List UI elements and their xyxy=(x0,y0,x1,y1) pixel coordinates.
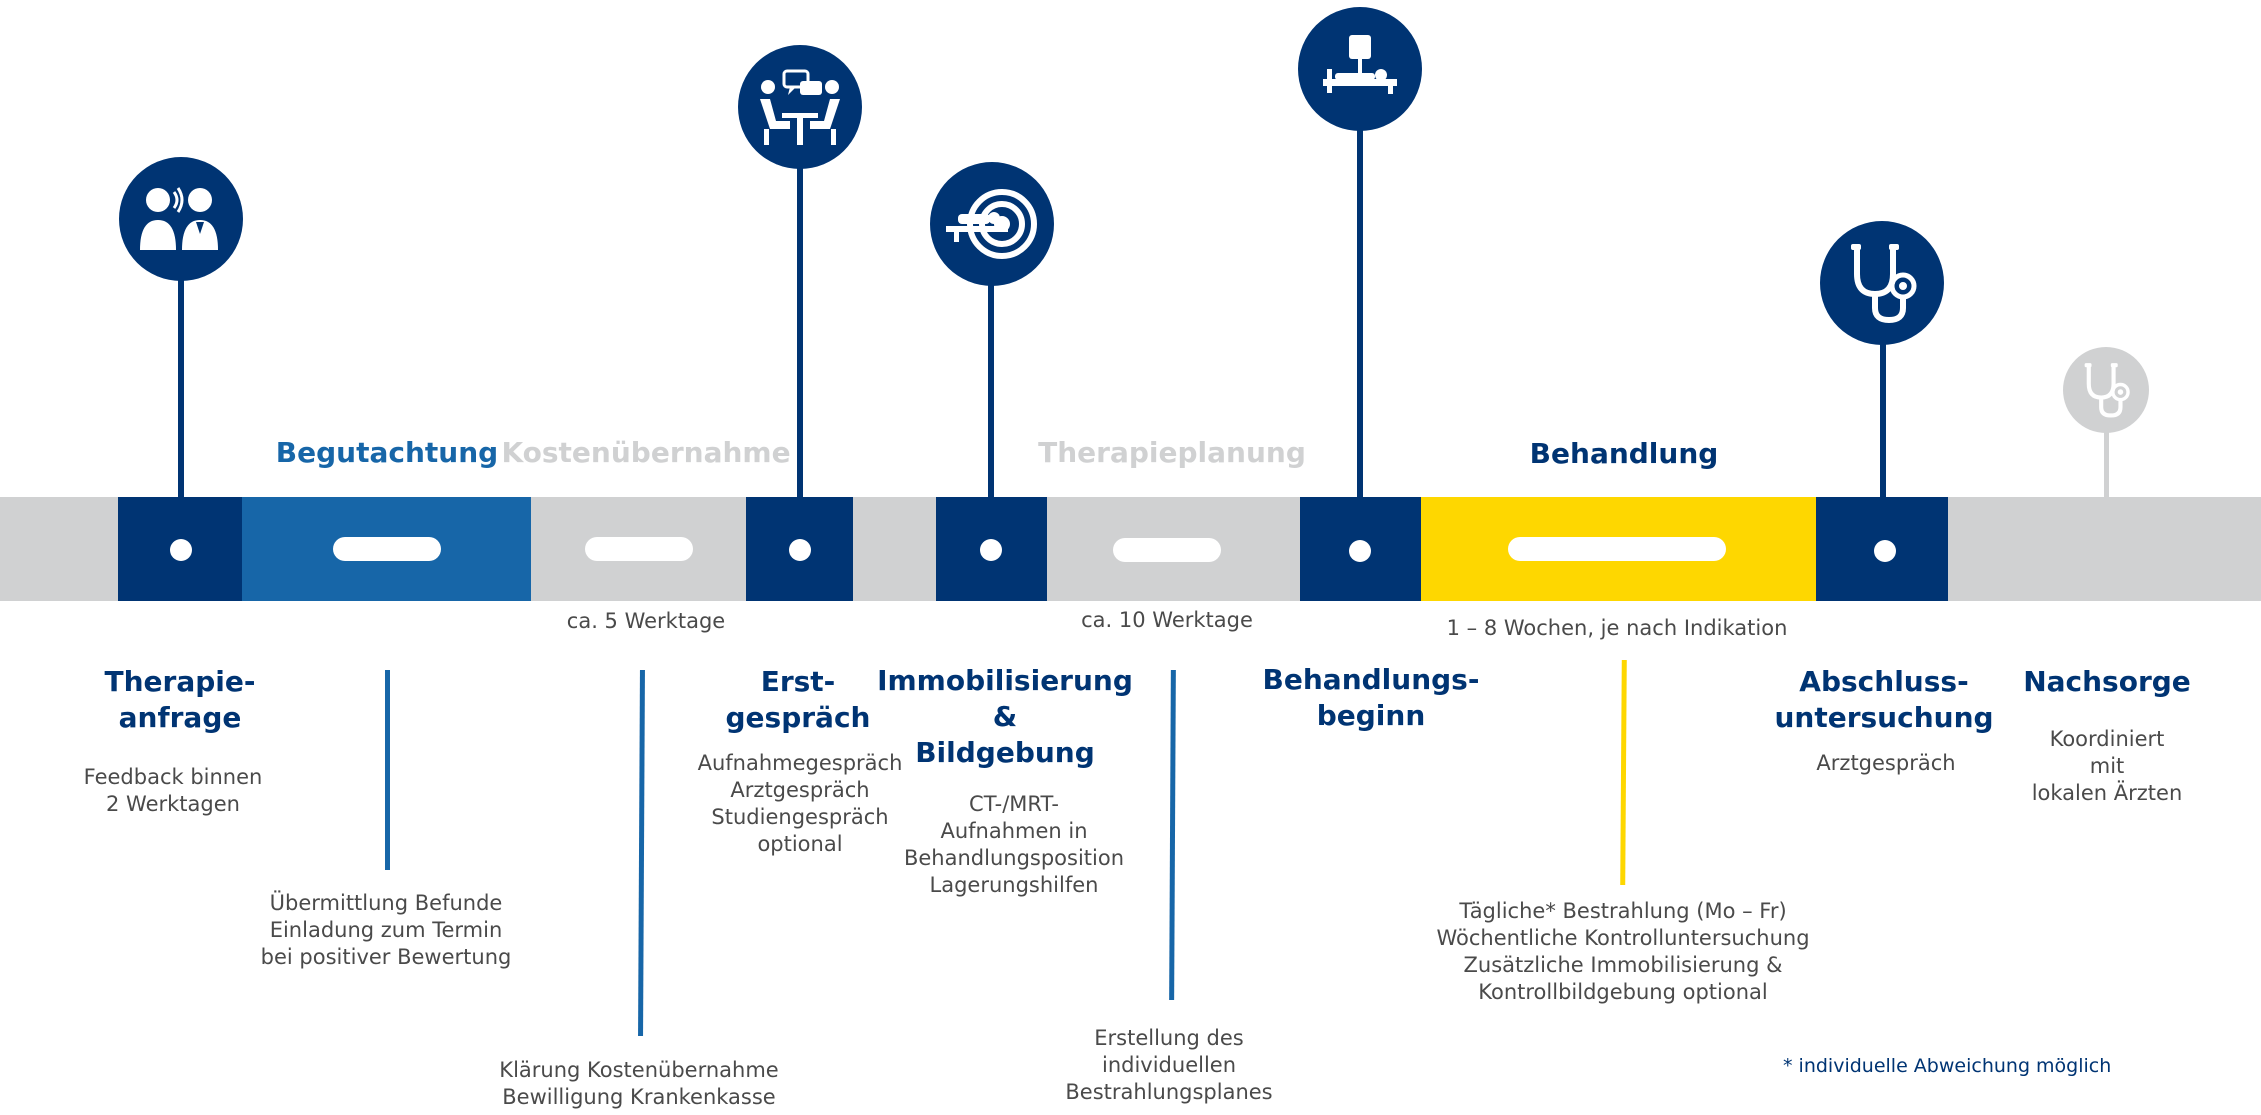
milestone-stem xyxy=(1880,330,1886,498)
milestone-stem xyxy=(797,160,803,498)
stethoscope-icon xyxy=(1820,221,1944,345)
milestone-details-nachsorge: Koordiniert mit lokalen Ärzten xyxy=(2031,727,2183,805)
milestone-details-immobilisierung: CT-/MRT- Aufnahmen in Behandlungspositio… xyxy=(903,792,1125,897)
milestone-stem xyxy=(178,270,184,498)
milestone-title-nachsorge: Nachsorge xyxy=(2023,665,2191,698)
doctor-patient-icon xyxy=(119,157,243,281)
milestone-title-immobilisierung: Immobilisierung & Bildgebung xyxy=(877,664,1133,769)
phase-label-behandlung: Behandlung xyxy=(1529,437,1719,470)
phase-details-behandlung: Tägliche* Bestrahlung (Mo – Fr) Wöchentl… xyxy=(1436,899,1810,1004)
phase-details-begutachtung: Übermittlung Befunde Einladung zum Termi… xyxy=(260,891,512,969)
phase-pill-kostenuebernahme xyxy=(585,537,693,561)
phase-details-therapieplanung: Erstellung des individuellen Bestrahlung… xyxy=(1065,1026,1273,1104)
milestone-details-abschluss: Arztgespräch xyxy=(1816,751,1956,775)
phase-label-therapieplanung: Therapieplanung xyxy=(1038,436,1306,469)
duration-behandlung: 1 – 8 Wochen, je nach Indikation xyxy=(1446,616,1788,640)
milestone-details-therapieanfrage: Feedback binnen 2 Werktagen xyxy=(83,765,263,816)
duration-therapieplanung: ca. 10 Werktage xyxy=(1081,608,1253,632)
milestone-dot xyxy=(789,539,811,561)
milestone-title-therapieanfrage: Therapie- anfrage xyxy=(104,665,256,734)
radiation-treatment-icon xyxy=(1298,7,1422,131)
connector-kostenuebernahme xyxy=(638,669,645,1037)
milestone-dot xyxy=(170,539,192,561)
stethoscope-icon xyxy=(2063,347,2149,433)
milestone-details-erstgespraech: Aufnahmegespräch Arztgespräch Studienges… xyxy=(697,751,903,856)
phase-label-begutachtung: Begutachtung xyxy=(275,436,499,469)
milestone-title-erstgespraech: Erst- gespräch xyxy=(725,665,871,734)
milestone-dot xyxy=(980,539,1002,561)
milestone-dot xyxy=(1874,540,1896,562)
milestone-title-abschluss: Abschluss- untersuchung xyxy=(1774,665,1994,734)
phase-pill-begutachtung xyxy=(333,537,441,561)
connector-begutachtung xyxy=(385,670,390,870)
milestone-stem xyxy=(988,275,994,498)
phase-label-kostenuebernahme: Kostenübernahme xyxy=(501,436,791,469)
milestone-stem xyxy=(2104,420,2109,497)
connector-therapieplanung xyxy=(1169,669,1176,1001)
ct-scanner-icon xyxy=(930,162,1054,286)
consultation-icon xyxy=(738,45,862,169)
phase-pill-therapieplanung xyxy=(1113,538,1221,562)
milestone-title-behandlungsbeginn: Behandlungs- beginn xyxy=(1262,663,1480,732)
phase-pill-behandlung xyxy=(1508,537,1726,561)
milestone-stem xyxy=(1357,110,1363,498)
connector-behandlung xyxy=(1620,659,1627,886)
milestone-dot xyxy=(1349,540,1371,562)
duration-kostenuebernahme: ca. 5 Werktage xyxy=(566,609,726,633)
footnote: * individuelle Abweichung möglich xyxy=(1783,1055,2112,1077)
phase-details-kostenuebernahme: Klärung Kostenübernahme Bewilligung Kran… xyxy=(499,1058,779,1109)
